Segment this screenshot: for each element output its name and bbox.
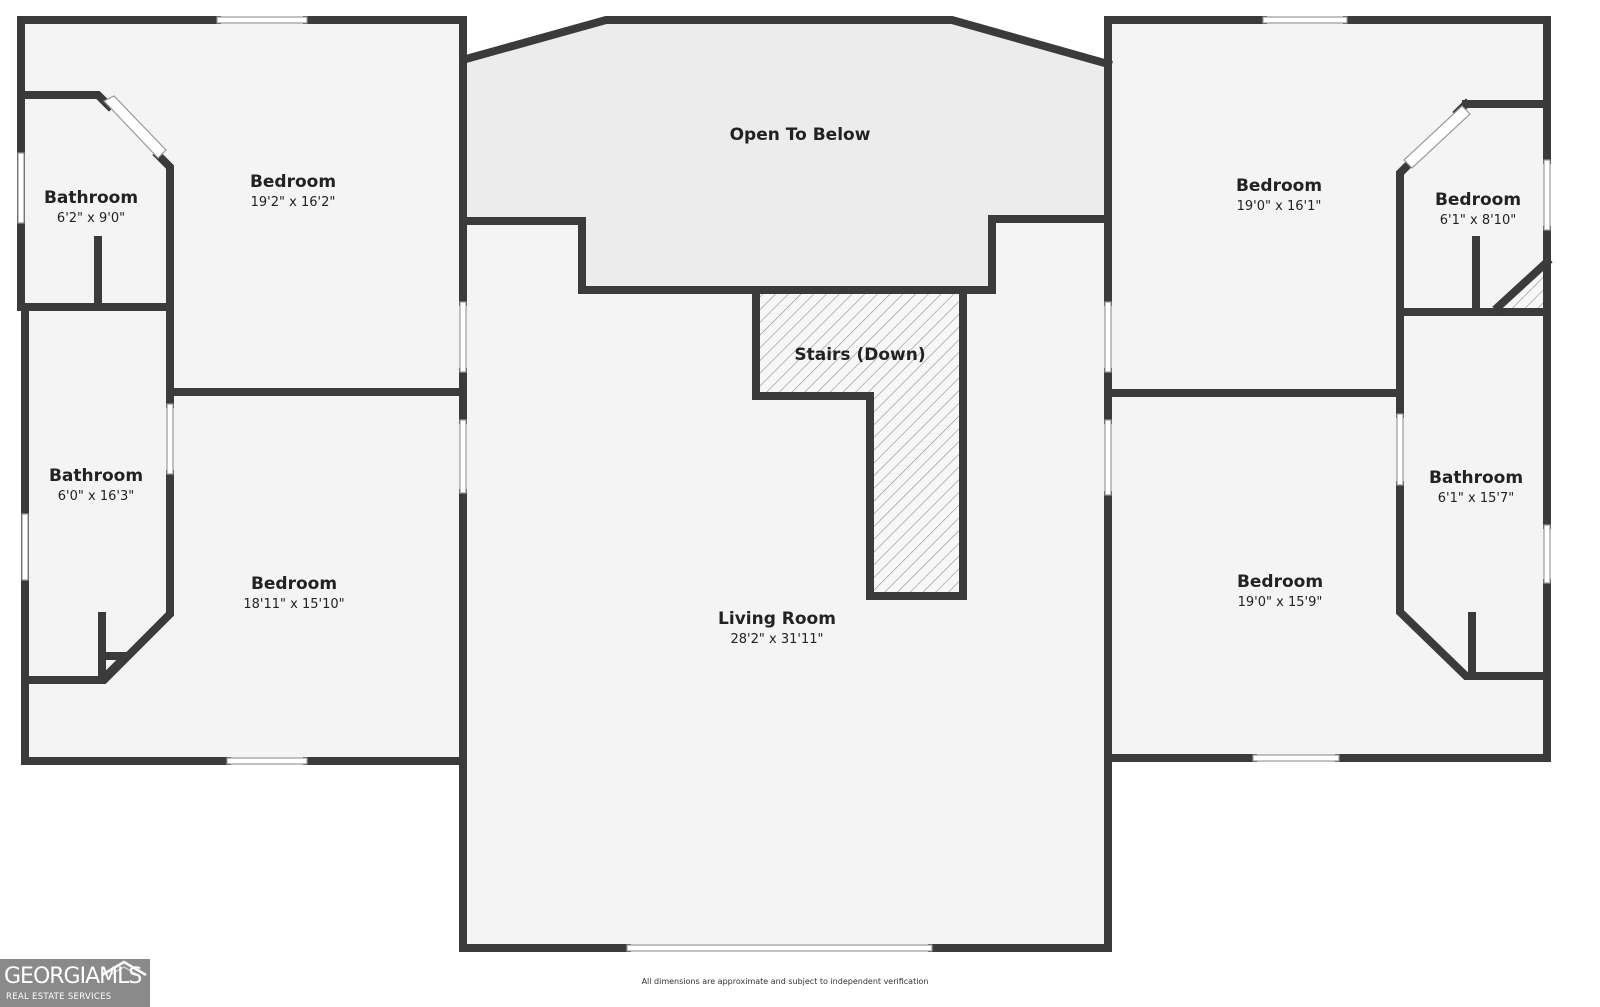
walls	[17, 16, 1553, 952]
logo-brand: GEORGIAMLS	[4, 964, 142, 989]
floor-fills	[21, 20, 1550, 948]
georgia-mls-logo: GEORGIAMLS REAL ESTATE SERVICES	[0, 959, 150, 1007]
room-dims-bathroom-top-left: 6'2" x 9'0"	[57, 211, 125, 226]
room-dims-bathroom-left: 6'0" x 16'3"	[58, 489, 134, 504]
windows	[17, 16, 1551, 952]
room-name-bedroom-bottom-left: Bedroom	[251, 574, 337, 594]
room-name-bedroom-bottom-right: Bedroom	[1237, 572, 1323, 592]
room-name-bedroom-top-right: Bedroom	[1236, 176, 1322, 196]
disclaimer-text: All dimensions are approximate and subje…	[642, 977, 929, 986]
room-name-bathroom-left: Bathroom	[49, 466, 143, 486]
open-to-below-area	[466, 20, 1108, 290]
room-name-bathroom-right: Bathroom	[1429, 468, 1523, 488]
logo-tagline: REAL ESTATE SERVICES	[6, 992, 112, 1002]
room-name-stairs: Stairs (Down)	[794, 345, 925, 365]
room-dims-bedroom-small-right: 6'1" x 8'10"	[1440, 213, 1516, 228]
room-dims-bedroom-bottom-left: 18'11" x 15'10"	[243, 597, 344, 612]
room-labels: Open To Below Stairs (Down) Living Room …	[44, 125, 1523, 647]
house-roof-icon	[101, 960, 147, 977]
room-name-living-room: Living Room	[718, 609, 836, 629]
room-dims-bedroom-top-left: 19'2" x 16'2"	[251, 195, 336, 210]
room-dims-living-room: 28'2" x 31'11"	[731, 632, 824, 647]
room-dims-bedroom-top-right: 19'0" x 16'1"	[1237, 199, 1322, 214]
stairs-hatch	[756, 290, 963, 596]
room-name-bedroom-top-left: Bedroom	[250, 172, 336, 192]
room-dims-bathroom-right: 6'1" x 15'7"	[1438, 491, 1514, 506]
room-name-open-to-below: Open To Below	[730, 125, 871, 145]
room-dims-bedroom-bottom-right: 19'0" x 15'9"	[1238, 595, 1323, 610]
room-name-bathroom-top-left: Bathroom	[44, 188, 138, 208]
room-name-bedroom-small-right: Bedroom	[1435, 190, 1521, 210]
